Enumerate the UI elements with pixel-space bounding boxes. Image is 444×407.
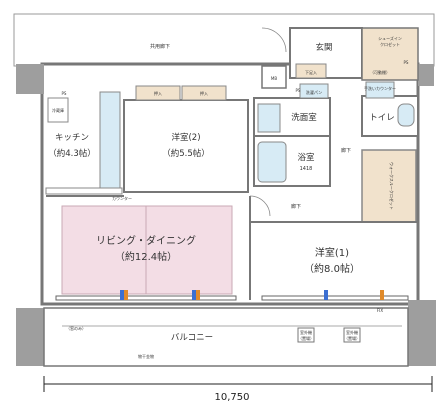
- wash-pan: [299, 83, 329, 99]
- room2-area: [123, 99, 249, 193]
- shoe-closet: [361, 27, 419, 81]
- shoe-bench-label: 下足入: [305, 70, 317, 75]
- mb-box: [261, 65, 287, 89]
- bath-name: 浴室: [297, 152, 315, 163]
- living-size: （約12.4帖）: [115, 250, 177, 263]
- closet-1-label: 押入: [154, 90, 162, 96]
- fix-label: FIX: [377, 308, 383, 313]
- kitchen-name: キッチン: [55, 133, 89, 143]
- closet-1: [135, 85, 181, 101]
- ac-marker-3: [192, 290, 196, 300]
- ac-marker-5: [324, 290, 328, 300]
- kitchen-counter: [45, 187, 123, 195]
- shoe-closet-label-1: シューズイン: [378, 35, 402, 41]
- column-left-bottom: [16, 308, 44, 366]
- bathtub: [257, 141, 287, 183]
- ac-marker-1: [120, 290, 124, 300]
- window-living: [55, 295, 237, 301]
- window-room1: [261, 295, 409, 301]
- bath-size: 1418: [300, 166, 313, 172]
- fridge: [47, 97, 69, 123]
- ps-label-1: PS: [404, 60, 409, 65]
- room2-name: 洋室(2): [171, 132, 200, 143]
- walkin-closet: [361, 149, 417, 223]
- counter-label: カウンター: [112, 195, 132, 201]
- outdoor-unit-2-b: （置場）: [344, 335, 360, 341]
- ac-marker-2: [124, 290, 128, 300]
- outdoor-unit-1-a: 室外機: [300, 329, 312, 335]
- toilet-fixture: [397, 103, 415, 127]
- mb-label: MB: [271, 76, 277, 81]
- closet-2: [181, 85, 227, 101]
- shoe-bench: [295, 63, 327, 79]
- dimension-label: 10,750: [215, 392, 250, 403]
- living-dining-area: [61, 205, 233, 295]
- ps-label-3: PS: [62, 91, 67, 96]
- toilet-counter: [365, 81, 395, 99]
- hall-1-label: 廊下: [341, 147, 351, 154]
- kitchen-size: （約4.3帖）: [48, 148, 96, 159]
- walkin-label: ウォークスルークロゼット: [389, 162, 395, 210]
- ps-label-2: PS: [296, 88, 301, 93]
- outdoor-unit-box-1: [297, 327, 315, 343]
- movable-shelf-label: （可動棚）: [370, 69, 390, 75]
- room1-size: （約8.0帖）: [304, 262, 360, 275]
- column-left-top: [16, 64, 44, 94]
- toilet-label: トイレ: [369, 113, 395, 123]
- washpan-label: 洗濯パン: [306, 89, 322, 95]
- fridge-label: 冷蔵庫: [52, 107, 64, 113]
- ac-marker-6: [380, 290, 384, 300]
- shoe-closet-label-2: クロゼット: [380, 41, 400, 47]
- shower-only-label: （窓のみ）: [66, 325, 86, 331]
- kitchen-sink-counter: [99, 91, 121, 191]
- living-name: リビング・ダイニング: [96, 234, 196, 247]
- corridor-label: 共用廊下: [150, 43, 170, 50]
- hall-2-label: 廊下: [291, 203, 301, 210]
- ac-marker-4: [196, 290, 200, 300]
- wash-basin: [257, 103, 281, 133]
- entrance-label: 玄関: [315, 42, 332, 53]
- room2-size: （約5.5帖）: [162, 148, 210, 159]
- door-room1: [249, 195, 271, 217]
- room1-name: 洋室(1): [315, 246, 349, 259]
- balcony-label: バルコニー: [171, 333, 213, 343]
- toilet-counter-label: 手洗いカウンター: [364, 85, 396, 91]
- column-right-top: [418, 64, 434, 86]
- door-entrance: [261, 27, 287, 53]
- column-right-bottom: [408, 300, 436, 366]
- washroom-label: 洗面室: [291, 112, 317, 123]
- outdoor-unit-1-b: （置場）: [298, 335, 314, 341]
- outdoor-unit-2-a: 室外機: [346, 329, 358, 335]
- outdoor-unit-box-2: [343, 327, 361, 343]
- hangers-label: 物干金物: [138, 353, 154, 359]
- closet-2-label: 押入: [200, 90, 208, 96]
